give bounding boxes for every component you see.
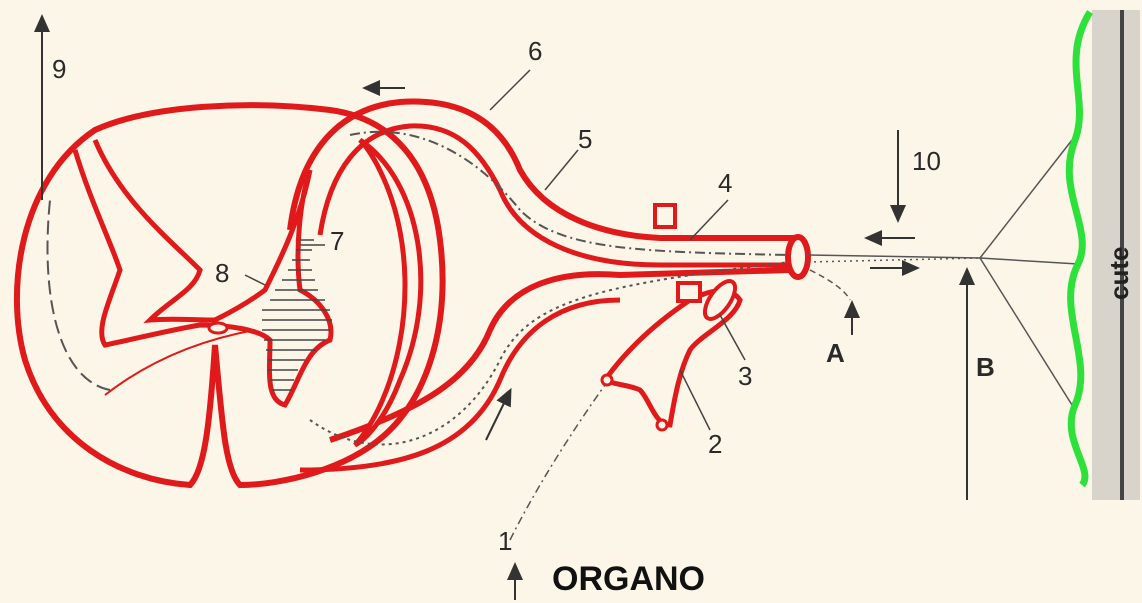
- leader-1: [510, 385, 605, 540]
- label-7: 7: [330, 226, 344, 256]
- diagram-title: ORGANO: [552, 560, 705, 598]
- label-1: 1: [498, 526, 512, 556]
- skin-line: [1069, 12, 1090, 485]
- label-10: 10: [912, 146, 941, 176]
- label-3: 3: [738, 361, 752, 391]
- nerve-end: [788, 237, 808, 277]
- skin-label: cute: [1104, 247, 1134, 300]
- label-B: B: [976, 352, 995, 382]
- central-canal: [209, 323, 227, 333]
- peripheral-nerve: [808, 140, 1078, 405]
- label-2: 2: [708, 429, 722, 459]
- label-9: 9: [52, 54, 66, 84]
- ganglion-cell-2: [657, 420, 667, 430]
- label-6: 6: [528, 36, 542, 66]
- label-5: 5: [578, 124, 592, 154]
- label-8: 8: [215, 258, 229, 288]
- label-A: A: [826, 338, 845, 368]
- root-stub: [655, 205, 675, 227]
- root-stub-lower: [678, 283, 700, 301]
- label-4: 4: [718, 168, 732, 198]
- ganglion-cell-1: [602, 375, 612, 385]
